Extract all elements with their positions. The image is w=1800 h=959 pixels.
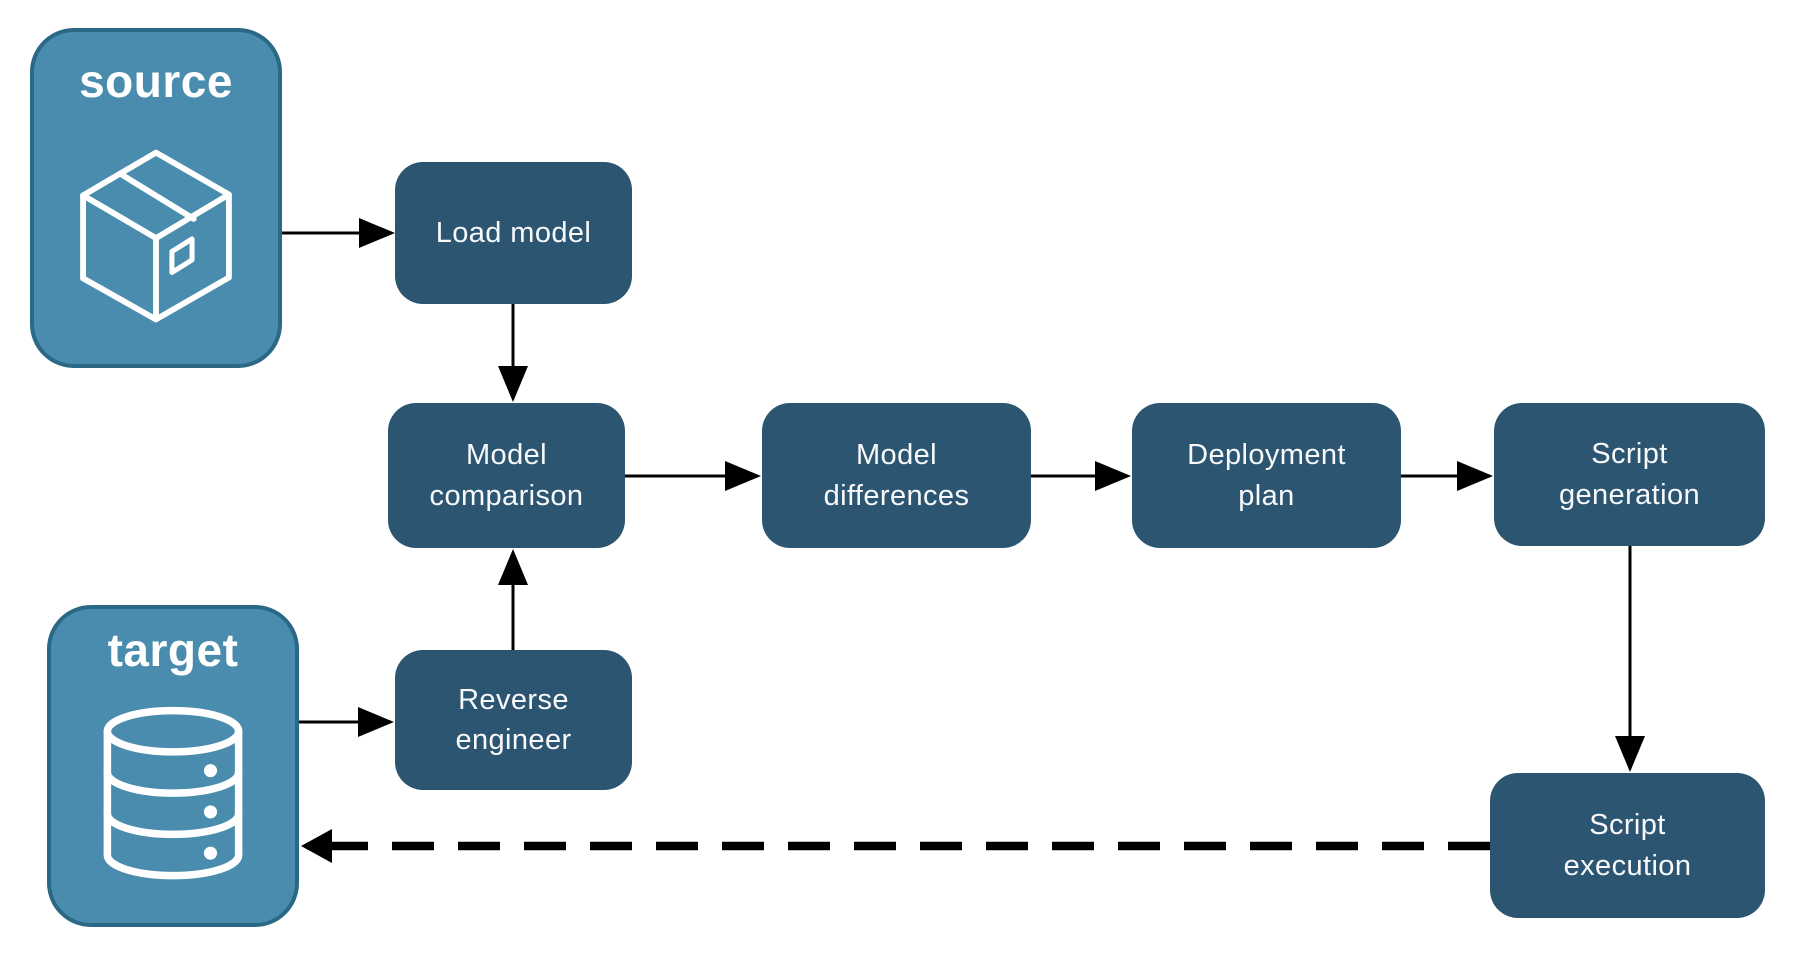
dashed-arrowhead [301, 829, 332, 863]
node-deployment-plan-label: Deployment plan [1187, 439, 1346, 512]
source-label: source [79, 55, 233, 107]
node-load-model-label: Load model [435, 216, 592, 249]
node-script-generation-label: Script generation [1558, 438, 1701, 511]
target-container: target [47, 605, 299, 927]
node-model-differences: Model differences [762, 403, 1031, 548]
target-label: target [107, 624, 239, 676]
node-deployment-plan: Deployment plan [1132, 403, 1401, 548]
node-reverse-engineer: Reverse engineer [395, 650, 632, 790]
database-icon [103, 706, 243, 880]
node-load-model: Load model [395, 162, 632, 304]
node-script-execution: Script execution [1490, 773, 1765, 918]
node-script-generation: Script generation [1494, 403, 1765, 546]
source-container: source [30, 28, 282, 368]
node-script-execution-label: Script execution [1563, 809, 1692, 882]
package-icon [80, 149, 232, 323]
node-reverse-engineer-label: Reverse engineer [455, 683, 572, 756]
node-model-comparison: Model comparison [388, 403, 625, 548]
node-model-differences-label: Model differences [823, 439, 970, 512]
node-model-comparison-label: Model comparison [429, 439, 584, 512]
